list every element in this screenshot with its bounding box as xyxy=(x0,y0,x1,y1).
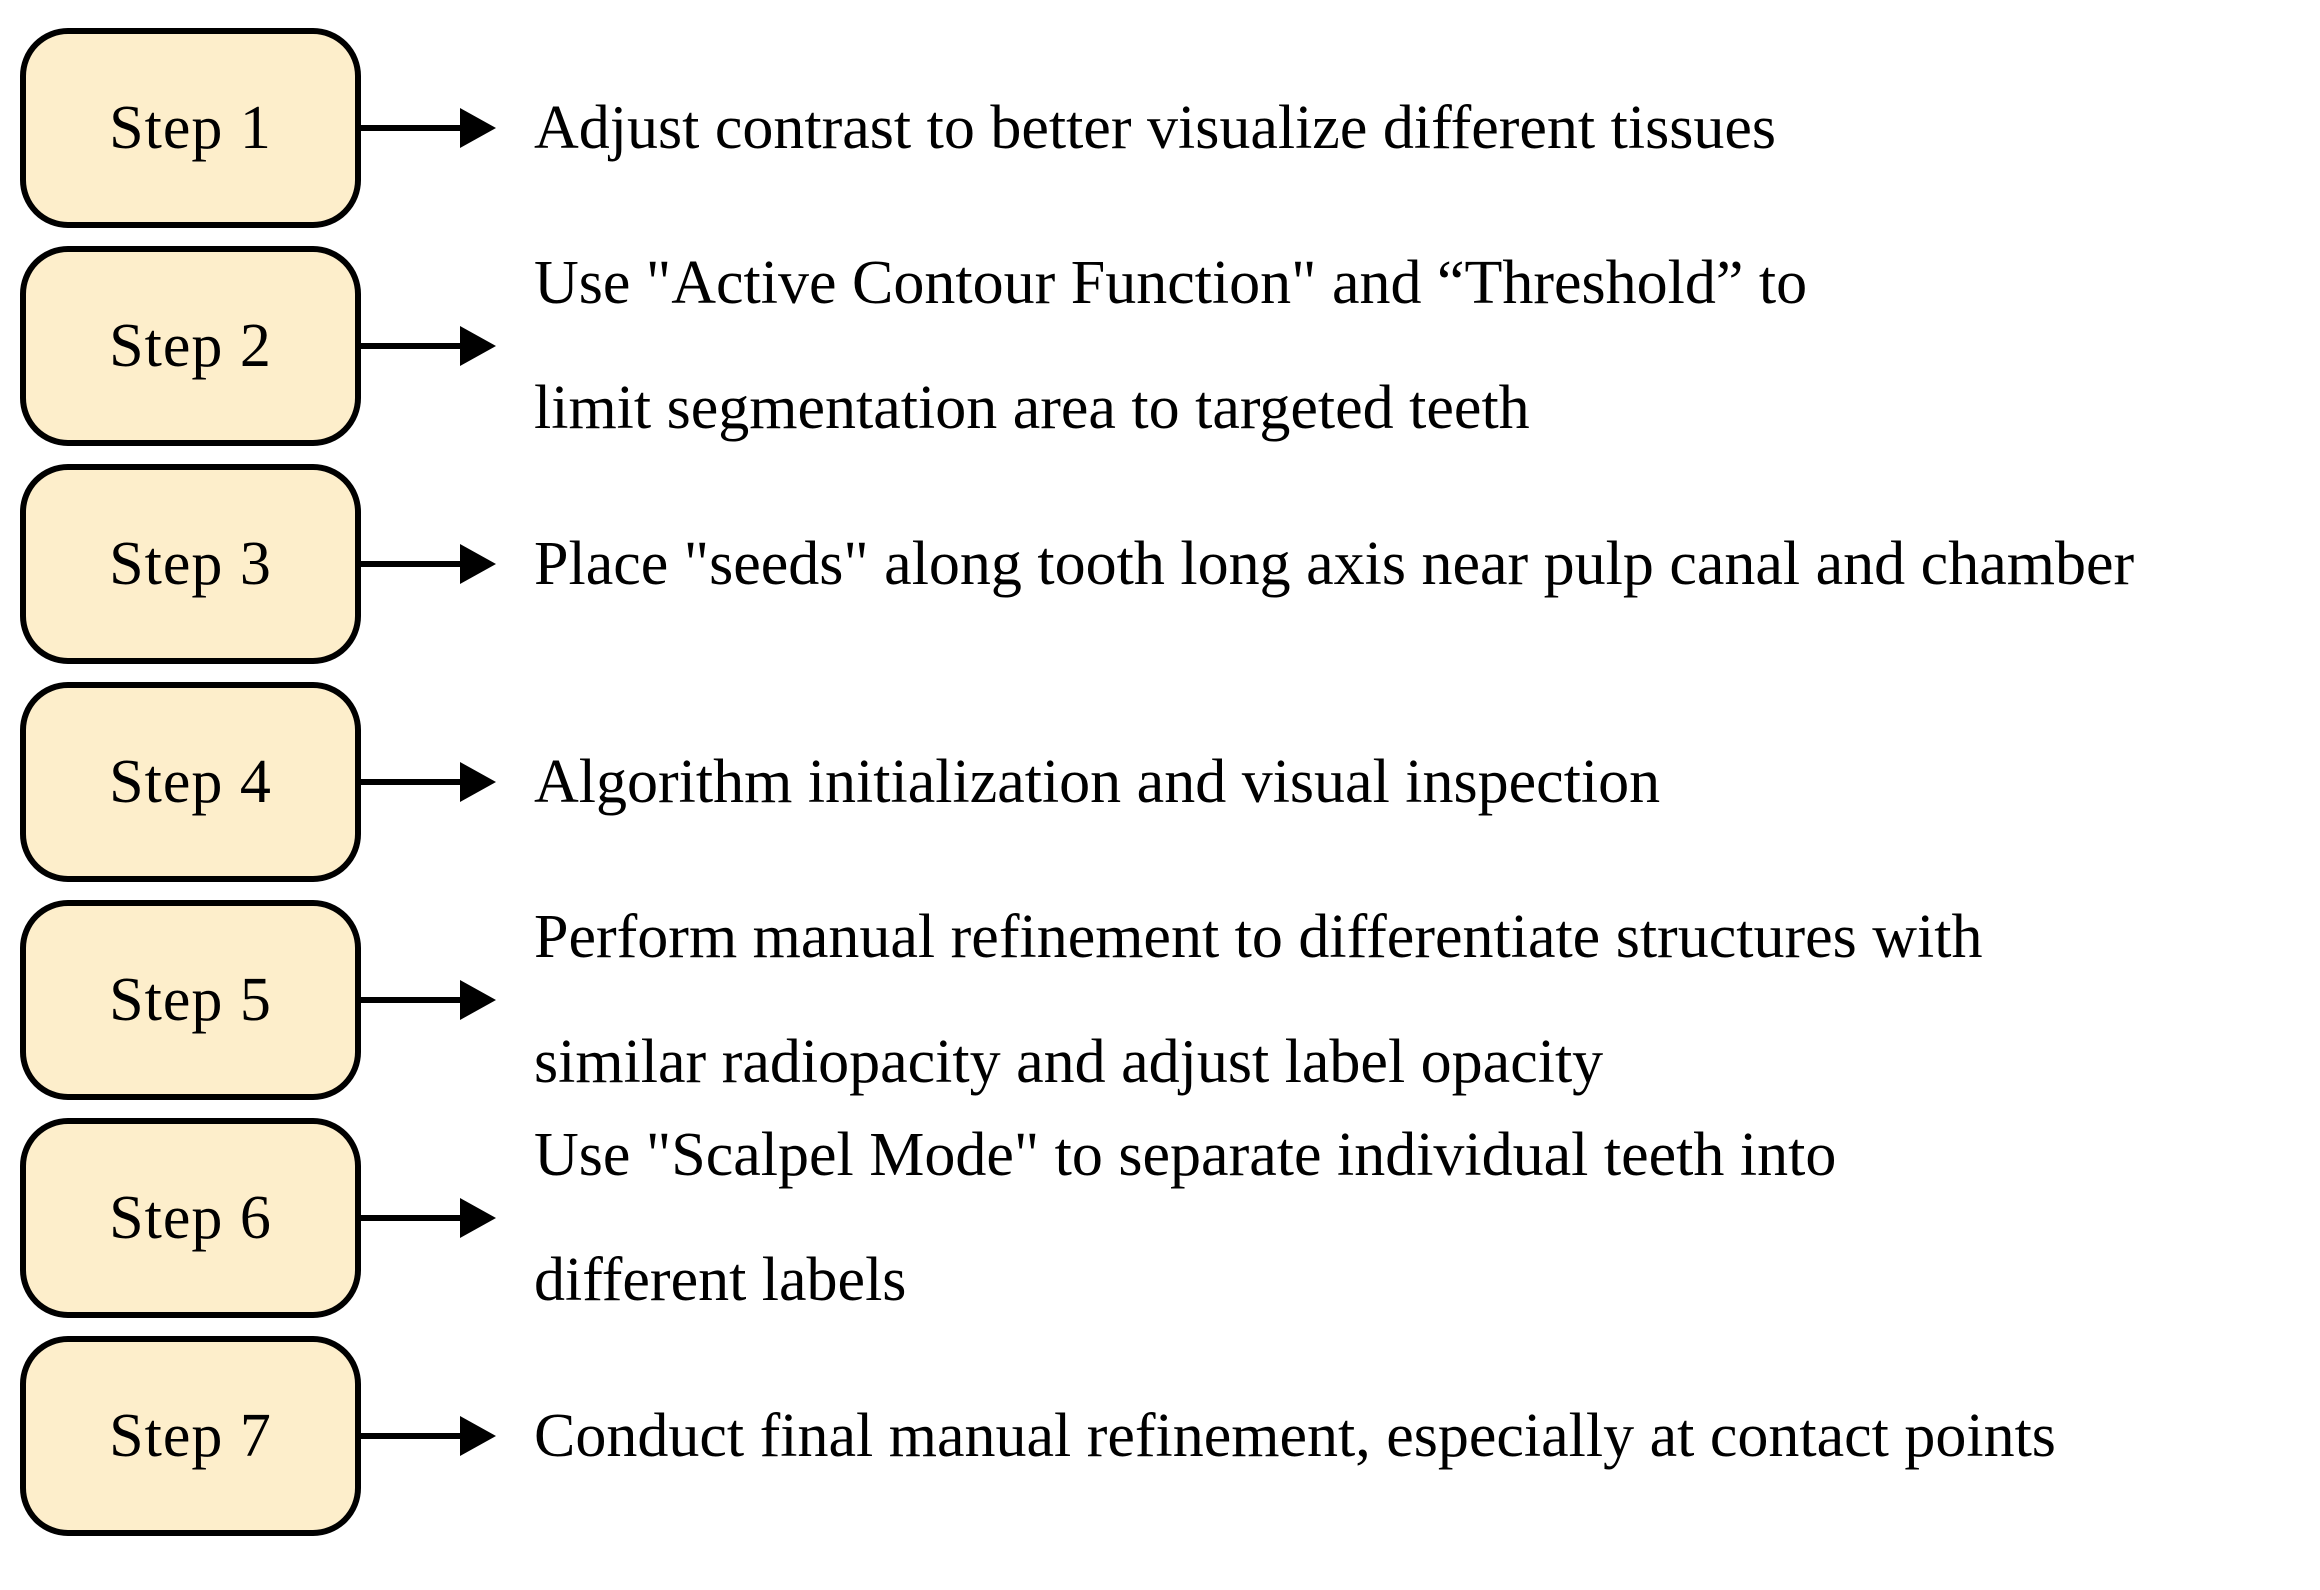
arrow-head xyxy=(460,326,496,366)
arrow-head xyxy=(460,980,496,1020)
step-label: Step 3 xyxy=(109,529,272,598)
step-box: Step 7 xyxy=(20,1336,361,1536)
step-description: Place "seeds" along tooth long axis near… xyxy=(534,529,2135,598)
step-row: Step 6 Use "Scalpel Mode" to separate in… xyxy=(20,1118,1836,1318)
step-description: Use "Scalpel Mode" to separate individua… xyxy=(534,1121,1837,1314)
arrow-line xyxy=(361,561,460,567)
step-box: Step 2 xyxy=(20,246,361,446)
step-description: Use "Active Contour Function" and “Thres… xyxy=(534,249,1808,442)
right-arrow-icon xyxy=(361,544,496,584)
step-label: Step 2 xyxy=(109,311,272,380)
step-row: Step 4 Algorithm initialization and visu… xyxy=(20,682,1660,882)
step-label: Step 6 xyxy=(109,1183,272,1252)
step-row: Step 2 Use "Active Contour Function" and… xyxy=(20,246,1807,446)
step-box: Step 4 xyxy=(20,682,361,882)
right-arrow-icon xyxy=(361,1198,496,1238)
step-row: Step 3 Place "seeds" along tooth long ax… xyxy=(20,464,2134,664)
right-arrow-icon xyxy=(361,108,496,148)
arrow-line xyxy=(361,779,460,785)
step-label: Step 7 xyxy=(109,1401,272,1470)
step-description: Adjust contrast to better visualize diff… xyxy=(534,93,1776,162)
arrow-head xyxy=(460,1198,496,1238)
arrow-head xyxy=(460,1416,496,1456)
arrow-head xyxy=(460,108,496,148)
step-row: Step 1 Adjust contrast to better visuali… xyxy=(20,28,1776,228)
right-arrow-icon xyxy=(361,326,496,366)
right-arrow-icon xyxy=(361,1416,496,1456)
step-label: Step 4 xyxy=(109,747,272,816)
arrow-line xyxy=(361,997,460,1003)
step-box: Step 3 xyxy=(20,464,361,664)
step-box: Step 6 xyxy=(20,1118,361,1318)
step-description: Perform manual refinement to differentia… xyxy=(534,903,1983,1096)
step-row: Step 5 Perform manual refinement to diff… xyxy=(20,900,1982,1100)
right-arrow-icon xyxy=(361,762,496,802)
step-label: Step 5 xyxy=(109,965,272,1034)
arrow-line xyxy=(361,343,460,349)
step-description: Conduct final manual refinement, especia… xyxy=(534,1401,2056,1470)
step-box: Step 1 xyxy=(20,28,361,228)
arrow-line xyxy=(361,125,460,131)
arrow-head xyxy=(460,544,496,584)
step-row: Step 7 Conduct final manual refinement, … xyxy=(20,1336,2056,1536)
step-label: Step 1 xyxy=(109,93,272,162)
step-description: Algorithm initialization and visual insp… xyxy=(534,747,1661,816)
right-arrow-icon xyxy=(361,980,496,1020)
arrow-head xyxy=(460,762,496,802)
arrow-line xyxy=(361,1215,460,1221)
arrow-line xyxy=(361,1433,460,1439)
step-box: Step 5 xyxy=(20,900,361,1100)
